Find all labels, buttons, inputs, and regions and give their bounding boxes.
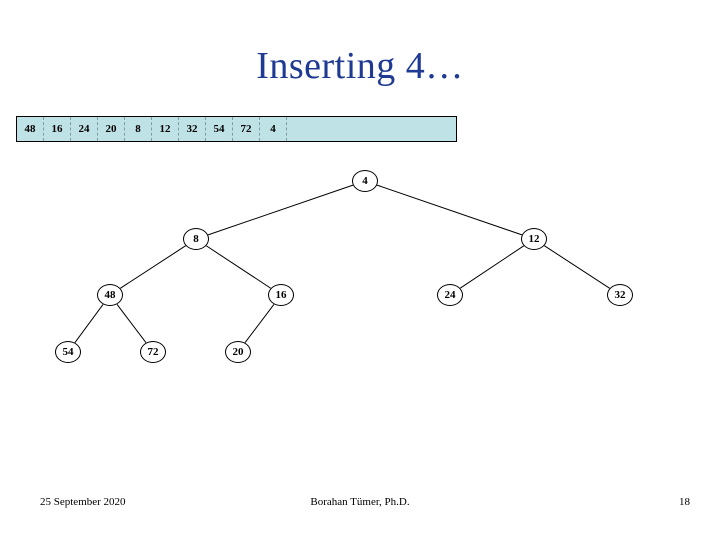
tree-edge xyxy=(120,245,186,289)
sequence-cell: 12 xyxy=(152,117,179,141)
tree-edge xyxy=(116,303,147,344)
tree-node-20: 20 xyxy=(225,341,251,363)
footer-author: Borahan Tümer, Ph.D. xyxy=(310,496,410,508)
sequence-cell: 4 xyxy=(260,117,287,141)
tree-node-4: 4 xyxy=(352,170,378,192)
sequence-cell: 54 xyxy=(206,117,233,141)
tree-node-72: 72 xyxy=(140,341,166,363)
tree-edge xyxy=(205,245,272,289)
tree-node-24: 24 xyxy=(437,284,463,306)
footer-date: 25 September 2020 xyxy=(40,496,126,508)
tree-edge xyxy=(207,184,354,236)
tree-edge xyxy=(544,245,610,289)
sequence-cell: 16 xyxy=(44,117,71,141)
sequence-cell: 72 xyxy=(233,117,260,141)
page-title: Inserting 4… xyxy=(256,45,464,87)
sequence-bar-padding xyxy=(287,117,456,141)
tree-node-16: 16 xyxy=(268,284,294,306)
tree-edge xyxy=(74,304,104,343)
sequence-cell: 32 xyxy=(179,117,206,141)
tree-node-8: 8 xyxy=(183,228,209,250)
tree-edge xyxy=(244,303,275,344)
sequence-cell: 20 xyxy=(98,117,125,141)
tree-node-54: 54 xyxy=(55,341,81,363)
tree-node-12: 12 xyxy=(521,228,547,250)
slide-footer: 25 September 2020 Borahan Tümer, Ph.D. 1… xyxy=(0,496,720,516)
sequence-cell: 8 xyxy=(125,117,152,141)
tree-node-32: 32 xyxy=(607,284,633,306)
tree-node-48: 48 xyxy=(97,284,123,306)
sequence-cell: 24 xyxy=(71,117,98,141)
tree-edge xyxy=(459,245,525,289)
footer-page-number: 18 xyxy=(679,496,690,508)
sequence-cell: 48 xyxy=(17,117,44,141)
tree-edge xyxy=(376,184,523,236)
